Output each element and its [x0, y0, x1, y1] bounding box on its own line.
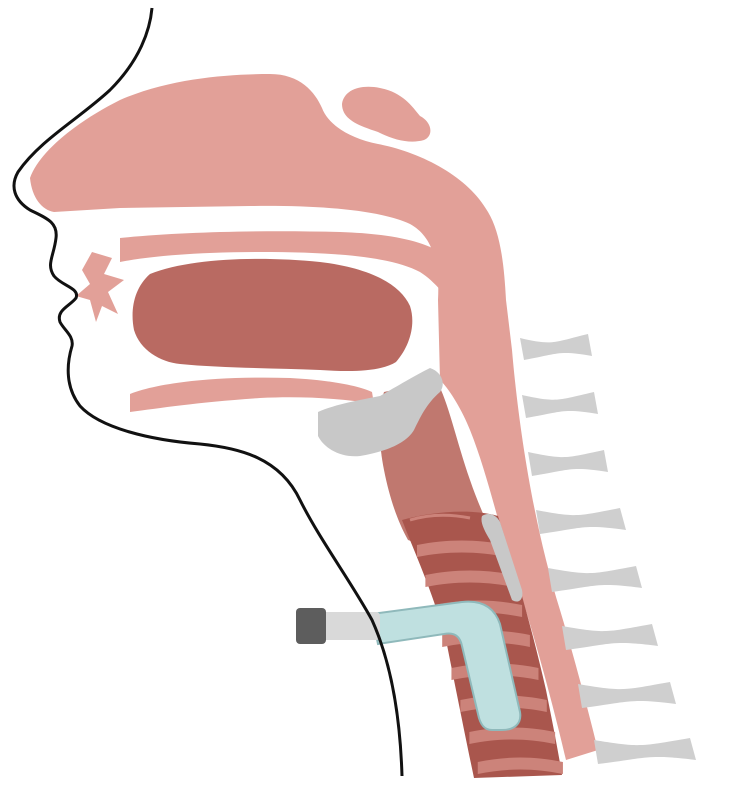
tongue [133, 259, 413, 371]
vertebra [536, 508, 626, 534]
lips [76, 252, 124, 322]
sphenoid-sinus [342, 87, 430, 142]
tube-body [372, 602, 520, 730]
tube-cap [296, 608, 326, 644]
vertebra [578, 682, 676, 708]
tracheostomy-tube-icon [296, 602, 520, 730]
vertebra [548, 566, 642, 592]
vertebra [520, 334, 592, 360]
vertebra [594, 738, 696, 764]
vertebra [562, 624, 658, 650]
vertebra [522, 392, 598, 418]
vertebra [528, 450, 608, 476]
